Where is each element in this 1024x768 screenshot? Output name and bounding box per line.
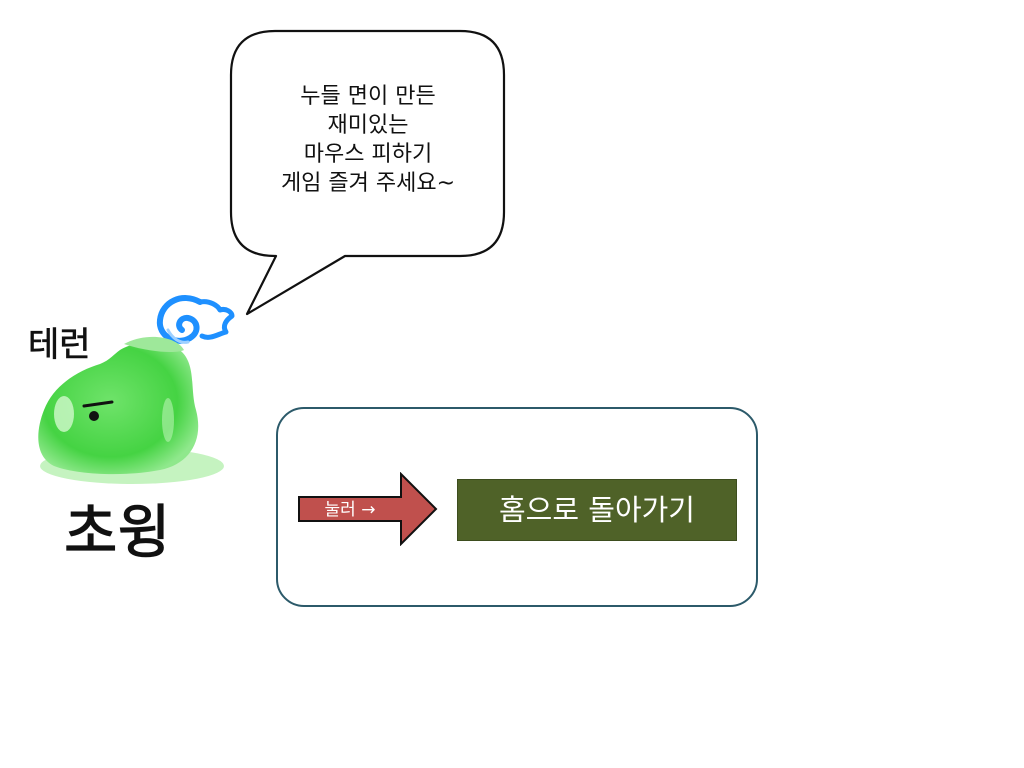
speech-line-3: 마우스 피하기: [303, 142, 433, 167]
speech-line-4: 게임 즐겨 주세요~: [280, 171, 456, 196]
home-button[interactable]: 홈으로 돌아가기: [457, 479, 737, 541]
press-arrow-button[interactable]: [297, 472, 439, 546]
mascot-body: [38, 336, 224, 484]
mascot-greeting-text: 초윙: [64, 498, 171, 566]
speech-line-2: 재미있는: [327, 113, 409, 138]
swirl-icon: [156, 295, 235, 344]
mascot-illustration: 테런 초윙: [28, 295, 235, 567]
speech-bubble-text: 누들 면이 만든 재미있는 마우스 피하기 게임 즐겨 주세요~: [232, 82, 504, 198]
mascot-name-text: 테런: [28, 325, 91, 365]
speech-line-1: 누들 면이 만든: [300, 84, 436, 109]
